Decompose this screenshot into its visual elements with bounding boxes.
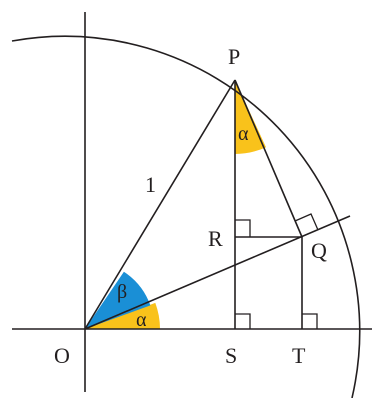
right-angle-marker-at-r <box>235 219 251 237</box>
label-point-s: S <box>225 343 237 368</box>
right-angle-marker-at-q <box>294 213 319 231</box>
segment-op <box>84 79 236 330</box>
right-angle-marker-at-s <box>235 313 251 329</box>
segment-pq <box>234 79 303 238</box>
right-angle-marker-at-t <box>302 313 318 329</box>
label-angle-alpha-at-p: α <box>238 123 249 145</box>
label-angle-alpha-at-o: α <box>136 309 147 331</box>
label-point-o: O <box>54 343 70 368</box>
label-point-q: Q <box>311 238 327 263</box>
label-point-r: R <box>208 226 223 251</box>
angle-alpha-sector-at-o <box>85 302 160 329</box>
label-side-op-length: 1 <box>145 172 156 197</box>
label-point-t: T <box>292 343 306 368</box>
label-point-p: P <box>228 44 240 69</box>
label-angle-beta: β <box>117 281 127 303</box>
angle-beta-sector-at-o <box>85 271 151 329</box>
ray-oq <box>84 215 351 330</box>
unit-circle-arc <box>11 35 361 398</box>
